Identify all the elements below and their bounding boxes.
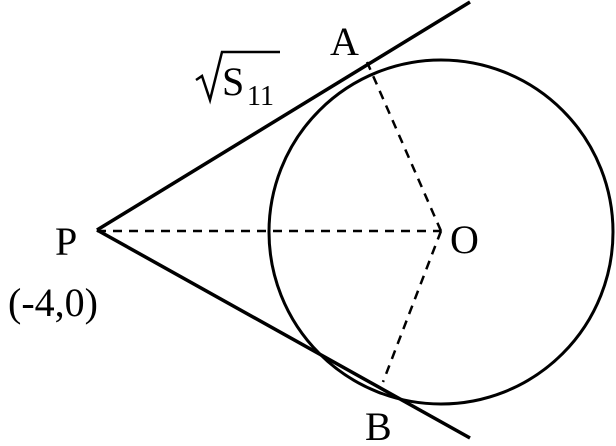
circle (267, 58, 615, 406)
label-subscript-11: 11 (247, 81, 274, 112)
label-o: O (450, 217, 479, 262)
label-b: B (365, 404, 392, 446)
label-p-coordinates: (-4,0) (8, 280, 98, 325)
dashed-radius-ob (381, 230, 443, 383)
sqrt-sign-icon (195, 50, 280, 105)
label-a: A (330, 19, 359, 64)
dashed-radius-oa (365, 61, 443, 232)
sqrt-s11-label: S 11 (195, 50, 280, 112)
label-s: S (222, 59, 244, 104)
upper-tangent-line (96, 0, 471, 232)
lower-tangent-line (96, 228, 471, 440)
label-p: P (55, 219, 77, 264)
